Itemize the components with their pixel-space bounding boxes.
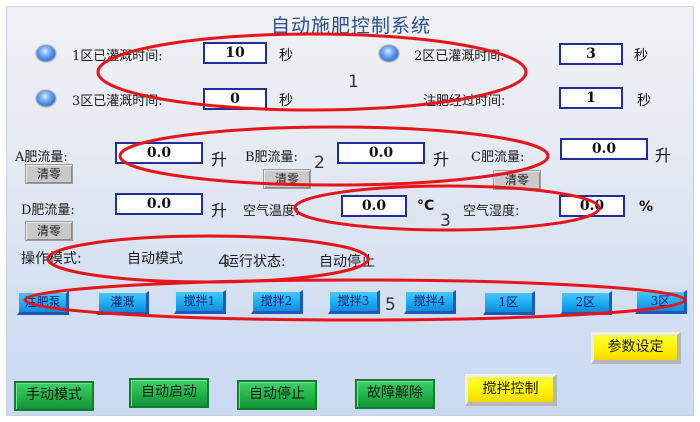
zone1-label: 1区已灌溉时间:	[72, 49, 163, 64]
zone1-indicator-led-icon	[36, 45, 56, 62]
zone3-button[interactable]: 3区	[635, 290, 687, 314]
hmi-panel: 自动施肥控制系统 1区已灌溉时间: 10 秒 2区已灌溉时间: 3 秒 3区已灌…	[6, 6, 694, 416]
zone2-time-value: 3	[559, 43, 623, 65]
zone1-button[interactable]: 1区	[483, 291, 535, 315]
run-status-value: 自动停止	[319, 254, 375, 270]
fert-pump-button[interactable]: 注肥泵	[17, 291, 69, 315]
flow-b-unit: 升	[433, 150, 450, 169]
parameter-settings-button[interactable]: 参数设定	[591, 332, 681, 364]
flow-b-label: B肥流量:	[245, 150, 298, 165]
zone3-unit: 秒	[279, 93, 293, 109]
stir4-button[interactable]: 搅拌4	[404, 290, 456, 314]
stir-control-button[interactable]: 搅拌控制	[465, 374, 557, 406]
zone2-unit: 秒	[634, 48, 648, 64]
flow-c-unit: 升	[655, 146, 672, 165]
fert-elapsed-value: 1	[559, 87, 623, 109]
operation-mode-value: 自动模式	[127, 251, 183, 267]
zone2-button[interactable]: 2区	[560, 291, 612, 315]
zone3-time-value: 0	[203, 88, 267, 110]
page-title: 自动施肥控制系统	[270, 15, 431, 37]
flow-b-clear-button[interactable]: 清零	[263, 169, 311, 189]
flow-b-value: 0.0	[337, 142, 425, 164]
flow-d-value: 0.0	[115, 193, 203, 215]
air-temp-label: 空气温度:	[243, 204, 300, 219]
fault-reset-button[interactable]: 故障解除	[355, 379, 435, 409]
auto-start-button[interactable]: 自动启动	[129, 378, 209, 408]
manual-mode-button[interactable]: 手动模式	[14, 381, 94, 411]
zone1-time-value: 10	[203, 42, 267, 64]
flow-a-clear-button[interactable]: 清零	[25, 164, 73, 184]
flow-d-clear-button[interactable]: 清零	[25, 221, 73, 241]
stir3-button[interactable]: 搅拌3	[328, 290, 380, 314]
zone1-unit: 秒	[279, 48, 293, 64]
air-humidity-value: 0.0	[559, 195, 625, 217]
operation-mode-label: 操作模式:	[21, 251, 82, 267]
flow-d-label: D肥流量:	[21, 203, 75, 218]
flow-a-unit: 升	[211, 150, 228, 169]
fert-elapsed-label: 注肥经过时间:	[423, 94, 506, 109]
zone2-indicator-led-icon	[379, 45, 399, 62]
flow-d-unit: 升	[211, 201, 228, 220]
annotation-label-4: 4	[218, 252, 229, 272]
air-humidity-unit: %	[639, 199, 654, 215]
zone3-label: 3区已灌溉时间:	[72, 94, 163, 109]
flow-c-value: 0.0	[560, 138, 648, 160]
flow-c-clear-button[interactable]: 清零	[493, 170, 541, 190]
air-temp-unit: °C	[417, 198, 435, 214]
annotation-label-5: 5	[385, 295, 396, 315]
stir2-button[interactable]: 搅拌2	[251, 290, 303, 314]
air-temp-value: 0.0	[341, 195, 407, 217]
annotation-label-3: 3	[440, 211, 451, 231]
irrigation-button[interactable]: 灌溉	[97, 291, 149, 315]
fert-elapsed-unit: 秒	[637, 93, 651, 109]
annotation-label-2: 2	[314, 153, 325, 173]
flow-c-label: C肥流量:	[471, 150, 525, 165]
zone2-label: 2区已灌溉时间:	[414, 49, 505, 64]
flow-a-value: 0.0	[115, 142, 203, 164]
stir1-button[interactable]: 搅拌1	[174, 290, 226, 314]
annotation-label-1: 1	[348, 72, 359, 92]
zone3-indicator-led-icon	[36, 90, 56, 107]
air-humidity-label: 空气湿度:	[463, 204, 520, 219]
flow-a-label: A肥流量:	[15, 150, 68, 165]
run-status-label: 运行状态:	[225, 254, 286, 270]
auto-stop-button[interactable]: 自动停止	[237, 380, 317, 410]
